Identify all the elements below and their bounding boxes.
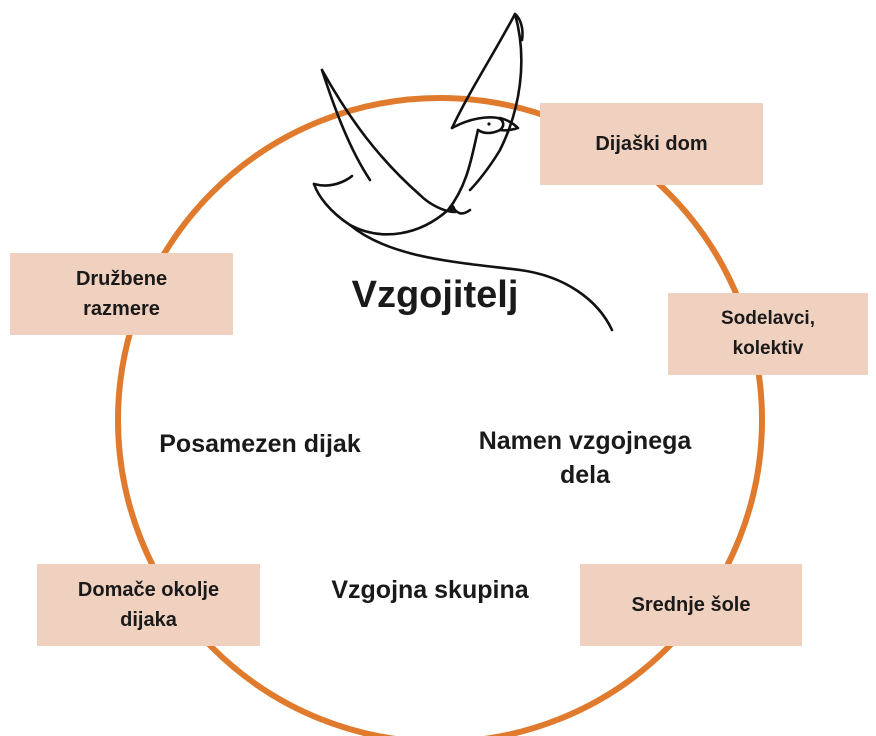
box-srednje-sole: Srednje šole (580, 564, 802, 646)
box-sodelavci-kolektiv: Sodelavci, kolektiv (668, 293, 868, 375)
box-druzbene-razmere: Družbene razmere (10, 253, 233, 335)
box-domace-okolje-dijaka: Domače okolje dijaka (37, 564, 260, 646)
inner-label-posamezen-dijak: Posamezen dijak (159, 430, 361, 458)
inner-label-vzgojna-skupina: Vzgojna skupina (331, 576, 529, 604)
inner-label-namen-vzgojnega-dela: Namen vzgojnega dela (478, 427, 692, 489)
center-label: Vzgojitelj (351, 274, 519, 316)
box-dijaski-dom: Dijaški dom (540, 103, 763, 185)
